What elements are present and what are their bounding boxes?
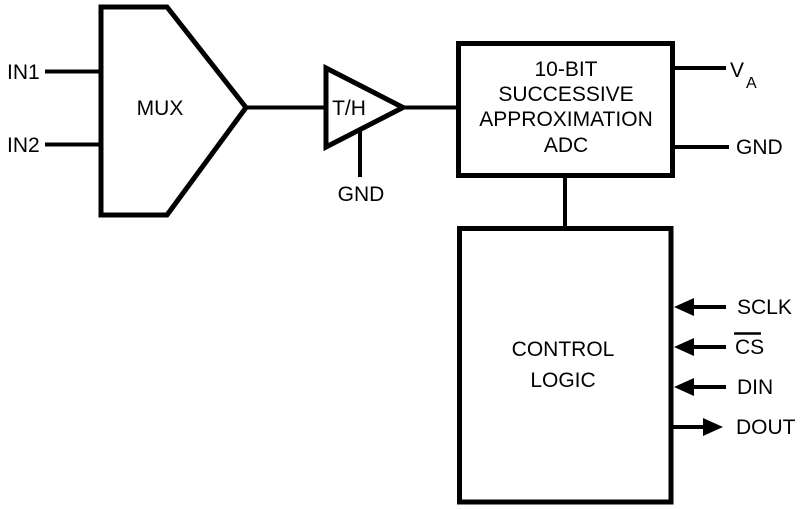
control-logic-shape bbox=[457, 226, 674, 505]
adc-label-line2: SUCCESSIVE bbox=[498, 83, 633, 106]
track-hold-block: T/H GND bbox=[323, 63, 409, 206]
din-label: DIN bbox=[737, 376, 773, 399]
dout-pin: DOUT bbox=[703, 416, 796, 439]
sclk-pin: SCLK bbox=[674, 296, 792, 319]
din-pin: DIN bbox=[674, 376, 773, 399]
adc-block: 10-BIT SUCCESSIVE APPROXIMATION ADC bbox=[456, 41, 675, 178]
gnd-label: GND bbox=[736, 136, 783, 159]
adc-label-line4: ADC bbox=[544, 134, 588, 157]
th-gnd-label: GND bbox=[338, 183, 385, 206]
mux-label: MUX bbox=[137, 97, 184, 120]
cs-label: CS bbox=[735, 336, 764, 359]
in1-label: IN1 bbox=[7, 61, 40, 84]
sclk-label: SCLK bbox=[737, 296, 792, 319]
dout-label: DOUT bbox=[736, 416, 796, 439]
track-hold-label: T/H bbox=[332, 97, 366, 120]
va-label: V bbox=[730, 59, 744, 82]
mux-shape bbox=[98, 4, 250, 218]
sclk-arrowhead-left-icon bbox=[674, 298, 694, 316]
din-arrowhead-left-icon bbox=[674, 378, 694, 396]
control-logic-label-line2: LOGIC bbox=[530, 369, 595, 392]
cs-arrowhead-left-icon bbox=[674, 338, 694, 356]
track-hold-shape bbox=[323, 63, 409, 152]
mux-block: MUX bbox=[98, 4, 250, 218]
adc-label-line3: APPROXIMATION bbox=[479, 108, 652, 131]
control-logic-label-line1: CONTROL bbox=[512, 338, 615, 361]
control-logic-block: CONTROL LOGIC bbox=[457, 226, 674, 505]
va-subscript-label: A bbox=[746, 75, 757, 92]
adc-label-line1: 10-BIT bbox=[534, 58, 597, 81]
in2-label: IN2 bbox=[7, 134, 40, 157]
dout-arrowhead-right-icon bbox=[703, 418, 723, 436]
va-pin: V A bbox=[730, 59, 757, 92]
adc-shape bbox=[456, 41, 675, 178]
cs-pin: CS bbox=[674, 332, 764, 359]
